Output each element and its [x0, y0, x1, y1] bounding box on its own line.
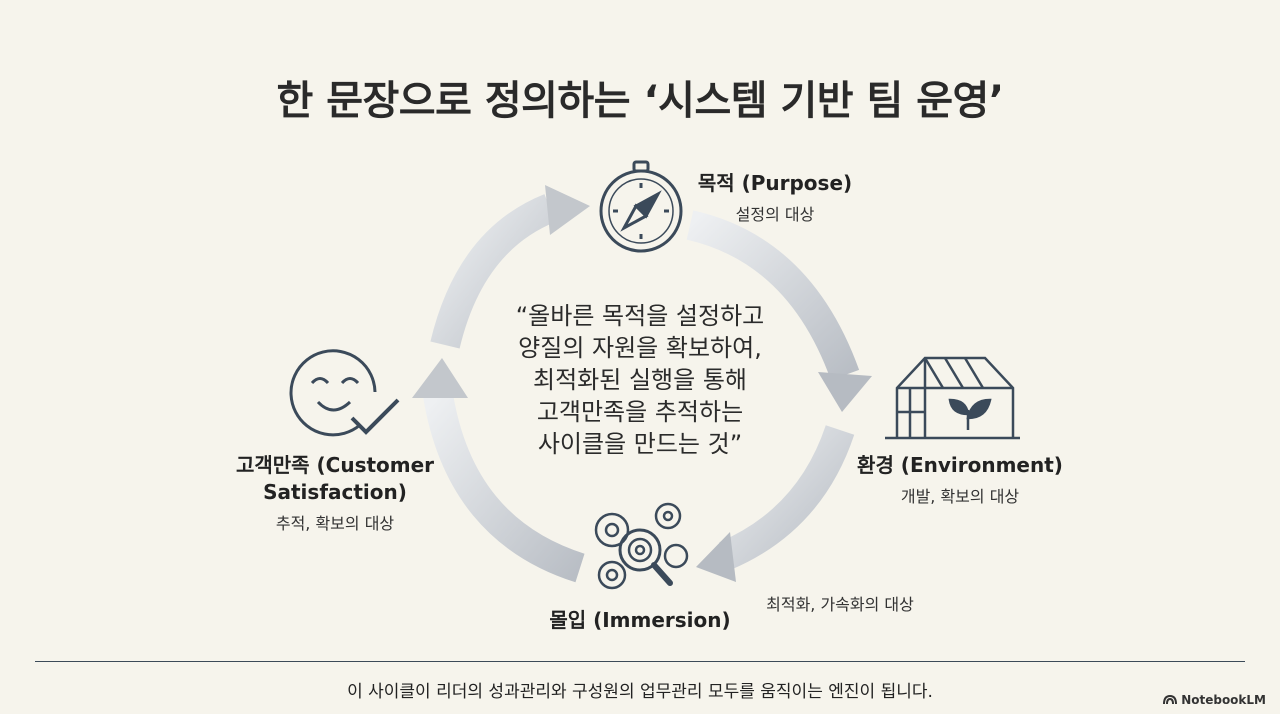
compass-icon — [599, 160, 683, 253]
environment-sub: 개발, 확보의 대상 — [900, 487, 1020, 506]
page-title: 한 문장으로 정의하는 ‘시스템 기반 팀 운영’ — [276, 78, 1004, 124]
satisfaction-sub: 추적, 확보의 대상 — [275, 514, 395, 533]
immersion-label: 몰입 (Immersion) — [530, 607, 750, 634]
footer-text: 이 사이클이 리더의 성과관리와 구성원의 업무관리 모두를 움직이는 엔진이 … — [347, 682, 933, 702]
satisfaction-label: 고객만족 (Customer Satisfaction) 추적, 확보의 대상 — [220, 452, 450, 534]
brand-watermark: NotebookLM — [1163, 693, 1266, 707]
purpose-name: 목적 (Purpose) — [697, 171, 853, 195]
notebooklm-logo-icon — [1163, 695, 1178, 705]
center-quote: “올바른 목적을 설정하고 양질의 자원을 확보하여, 최적화된 실행을 통해 … — [515, 302, 765, 458]
brand-name: NotebookLM — [1181, 693, 1266, 707]
footer-divider — [35, 661, 1245, 662]
purpose-label: 목적 (Purpose) 설정의 대상 — [690, 170, 860, 225]
gears-magnifier-icon — [594, 502, 689, 590]
environment-name: 환경 (Environment) — [857, 453, 1063, 477]
arrow-immersion-to-satisfaction — [412, 358, 585, 583]
smiley-check-icon — [289, 349, 400, 437]
purpose-sub: 설정의 대상 — [735, 205, 815, 224]
arrow-environment-to-immersion — [696, 425, 855, 582]
greenhouse-icon — [885, 356, 1020, 440]
arrow-satisfaction-to-purpose — [430, 185, 590, 349]
satisfaction-name: 고객만족 (Customer Satisfaction) — [235, 453, 435, 504]
arrow-purpose-to-environment — [686, 210, 872, 412]
immersion-name: 몰입 (Immersion) — [549, 608, 731, 632]
immersion-sub: 최적화, 가속화의 대상 — [766, 595, 914, 614]
environment-label: 환경 (Environment) 개발, 확보의 대상 — [845, 452, 1075, 507]
immersion-sub-label: 최적화, 가속화의 대상 — [740, 587, 940, 615]
